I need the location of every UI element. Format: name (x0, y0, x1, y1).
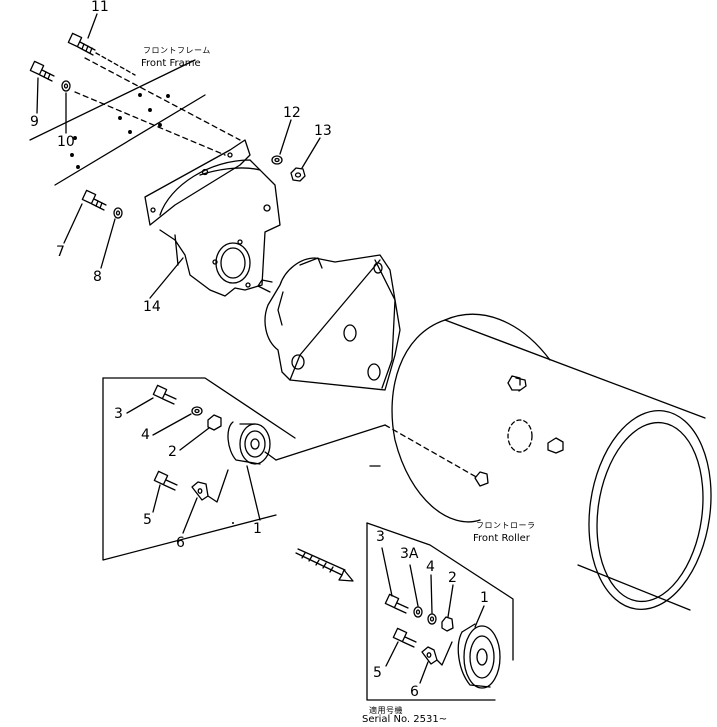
callout-3-a: 3 (114, 406, 123, 422)
callout-3a-b: 3A (400, 546, 419, 562)
bolt-3-a (127, 385, 176, 413)
callout-3-b: 3 (376, 529, 385, 545)
callout-7: 7 (56, 244, 65, 260)
bolt-7 (64, 190, 106, 243)
callout-2-b: 2 (448, 570, 457, 586)
washer-4-a (153, 407, 202, 435)
callout-5-b: 5 (373, 665, 382, 681)
callout-1-b: 1 (480, 590, 489, 606)
bolt-5-a (153, 471, 177, 512)
bolt-9 (30, 61, 54, 113)
callout-11: 11 (91, 0, 109, 15)
drive-motor (258, 255, 400, 390)
washer-8 (101, 208, 122, 268)
front-roller-caption: Front Roller (473, 533, 530, 544)
front-frame-caption-jp: フロントフレーム (143, 46, 211, 55)
serial-arrow (296, 549, 353, 581)
roller-1-b (458, 606, 500, 688)
callout-8: 8 (93, 269, 102, 285)
callout-14: 14 (143, 299, 161, 315)
nut-13 (291, 138, 320, 181)
callout-5-a: 5 (143, 512, 152, 528)
front-roller-caption-jp: フロントローラ (476, 521, 536, 530)
collar-2-b (442, 585, 453, 631)
washer-12 (272, 120, 291, 164)
plate-6-b (420, 642, 452, 683)
serial-number-caption: Serial No. 2531~ (362, 714, 448, 725)
washer-4-b (428, 575, 436, 624)
callout-6-b: 6 (410, 684, 419, 700)
collar-2-a (180, 415, 221, 450)
front-roller-drum (370, 314, 717, 617)
callout-10: 10 (57, 134, 75, 150)
detail-box-a (103, 378, 385, 560)
washer-3a-b (410, 565, 422, 617)
bolt-5-b (386, 628, 416, 666)
callout-4-b: 4 (426, 559, 435, 575)
callout-13: 13 (314, 123, 332, 139)
detail-box-b (367, 523, 513, 700)
bolt-11 (68, 14, 135, 75)
gear-housing-14 (145, 140, 280, 298)
callout-6-a: 6 (176, 535, 185, 551)
washer-10 (62, 81, 70, 133)
plate-6-a (183, 470, 228, 533)
callout-12: 12 (283, 105, 301, 121)
front-frame-caption: Front Frame (141, 58, 201, 69)
callout-9: 9 (30, 114, 39, 130)
callout-4-a: 4 (141, 427, 150, 443)
callout-2-a: 2 (168, 444, 177, 460)
serial-caption-jp: 適用号機 (369, 706, 403, 715)
bolt-3-b (382, 548, 408, 613)
front-frame-outline (30, 58, 240, 185)
callout-1-a: 1 (253, 521, 262, 537)
roller-1-a (228, 422, 270, 520)
